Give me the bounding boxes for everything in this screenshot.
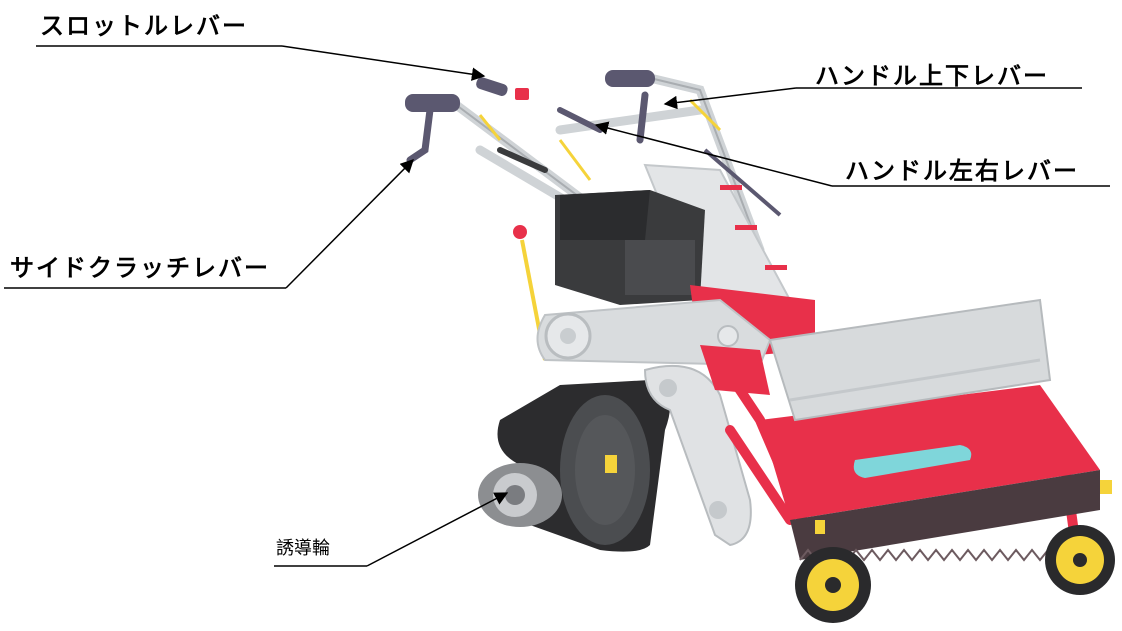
- deflector-shield: [768, 298, 1052, 422]
- mower-illustration: [405, 70, 1115, 623]
- front-wheel-left: [795, 547, 871, 623]
- handle-updown-arrow: [663, 87, 797, 110]
- front-wheel-right: [1045, 525, 1115, 595]
- side-arm: [643, 364, 752, 547]
- red-knob: [513, 225, 527, 239]
- throttle-arrow: [281, 45, 486, 81]
- handle-lr-lever-label: ハンドル左右レバー: [845, 157, 1079, 185]
- handle-updown-lever-label: ハンドル上下レバー: [815, 62, 1049, 90]
- idler-wheel-label: 誘導輪: [276, 538, 330, 559]
- handle-lr-arrow: [594, 121, 833, 187]
- throttle-lever-label: スロットルレバー: [40, 12, 248, 40]
- side-clutch-arrow: [285, 159, 414, 289]
- leader-lines: [4, 45, 1110, 567]
- side-clutch-lever-shape: [406, 106, 434, 164]
- cyan-window: [853, 445, 972, 478]
- left-grip: [405, 94, 460, 112]
- idler-arrow: [366, 492, 509, 567]
- side-clutch-lever-label: サイドクラッチレバー: [10, 254, 270, 282]
- right-grip: [605, 70, 655, 87]
